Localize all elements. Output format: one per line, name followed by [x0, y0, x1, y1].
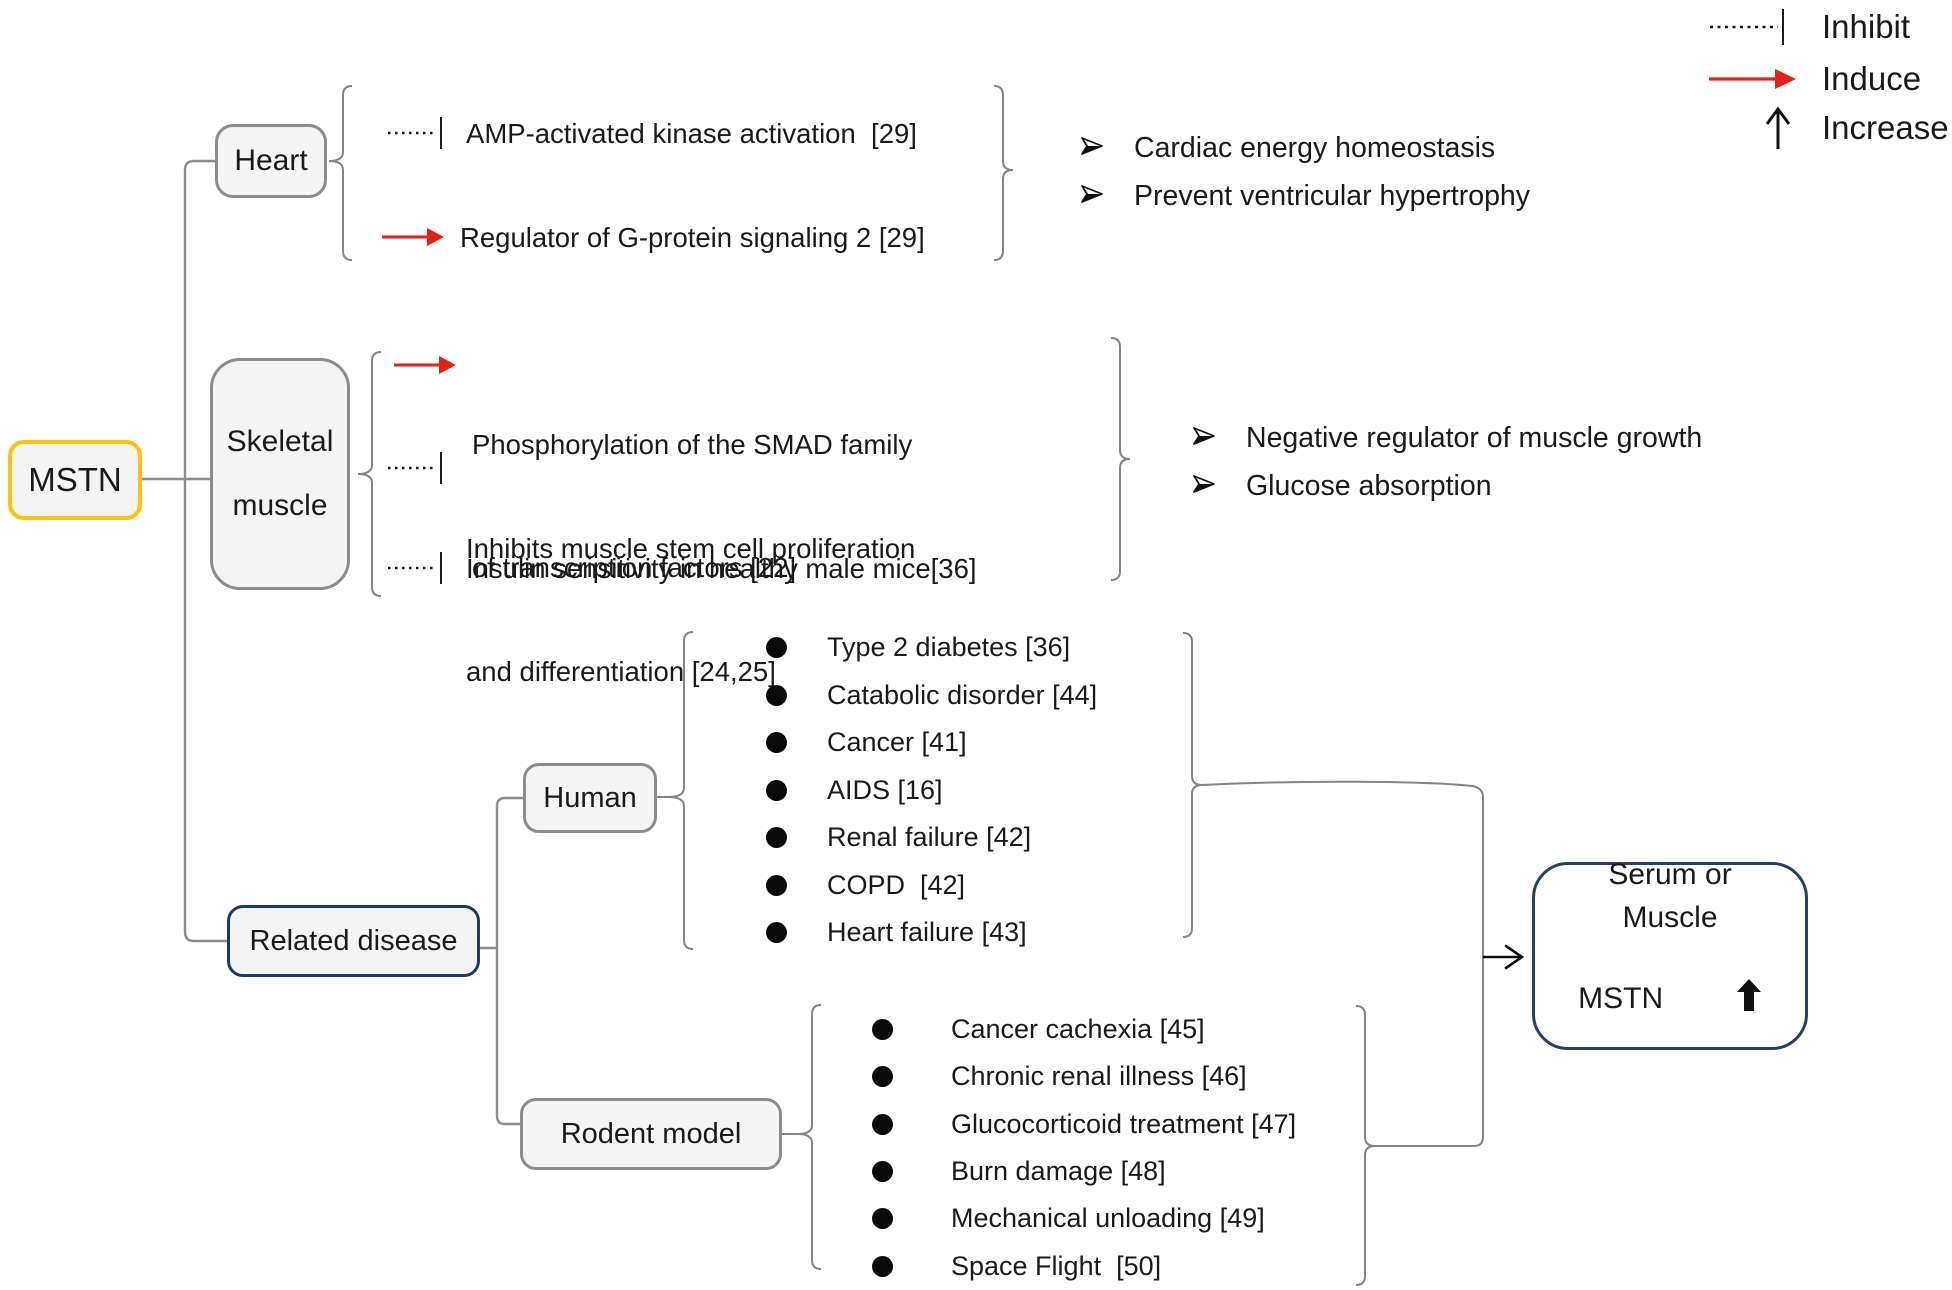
- bullet-icon: [766, 684, 787, 706]
- list-item-text: AIDS [16]: [827, 774, 943, 805]
- increase-arrow-icon: [1669, 944, 1762, 1054]
- human-label: Human: [543, 781, 637, 814]
- list-item: Type 2 diabetes [36]: [766, 624, 1097, 672]
- bullet-icon: [872, 1019, 893, 1041]
- list-item-text: Cancer cachexia [45]: [951, 1014, 1205, 1045]
- list-item: Space Flight [50]: [872, 1242, 1296, 1289]
- heart-effect-row: AMP-activated kinase activation [29]: [386, 111, 917, 155]
- list-item: Catabolic disorder [44]: [766, 672, 1097, 720]
- skeletal-effect-text: Phosphorylation of the SMAD family of tr…: [472, 429, 913, 583]
- outcome-text: Negative regulator of muscle growth: [1246, 421, 1703, 454]
- list-item: Glucocorticoid treatment [47]: [872, 1101, 1296, 1148]
- outcome-text: Glucose absorption: [1246, 469, 1492, 502]
- bullet-icon: [766, 874, 787, 896]
- list-item: Mechanical unloading [49]: [872, 1195, 1296, 1242]
- list-item: Burn damage [48]: [872, 1148, 1296, 1195]
- heart-effect-row: Regulator of G-protein signaling 2 [29]: [380, 215, 925, 259]
- result-line1: Serum or: [1608, 858, 1732, 891]
- induce-arrow-icon: [1700, 65, 1798, 93]
- list-item-text: Mechanical unloading [49]: [951, 1203, 1265, 1234]
- related-disease-node: Related disease: [227, 905, 480, 977]
- inhibit-icon: [1700, 4, 1798, 50]
- inhibit-connector-icon: [386, 113, 452, 153]
- bullet-icon: [766, 922, 787, 944]
- list-item: Heart failure [43]: [766, 909, 1097, 957]
- induce-arrow-icon: [392, 352, 458, 378]
- arrowhead-bullet-icon: [1080, 136, 1104, 161]
- increase-arrow-icon: [1700, 103, 1798, 153]
- result-line3: MSTN: [1578, 944, 1762, 1054]
- bullet-icon: [872, 1066, 893, 1088]
- legend-label: Inhibit: [1822, 8, 1911, 45]
- list-item-text: Heart failure [43]: [827, 917, 1027, 948]
- skeletal-effect-text: Inhibits muscle stem cell proliferation …: [466, 533, 916, 687]
- bullet-icon: [766, 827, 787, 849]
- rodent-model-node: Rodent model: [520, 1098, 782, 1170]
- list-item-text: Type 2 diabetes [36]: [827, 632, 1071, 663]
- arrowhead-bullet-icon: [1192, 426, 1216, 451]
- list-item: Cancer [41]: [766, 719, 1097, 767]
- list-item-text: Chronic renal illness [46]: [951, 1061, 1247, 1092]
- list-item: COPD [42]: [766, 862, 1097, 910]
- skeletal-label-line1: Skeletal: [226, 425, 334, 458]
- serum-muscle-mstn-node: Serum or Muscle MSTN: [1532, 858, 1808, 1050]
- rodent-model-label: Rodent model: [560, 1117, 742, 1150]
- outcome-row: Prevent ventricular hypertrophy: [1080, 175, 1530, 217]
- induce-arrow-icon: [380, 224, 446, 250]
- bullet-icon: [766, 779, 787, 801]
- list-item: Renal failure [42]: [766, 814, 1097, 862]
- bullet-icon: [872, 1255, 893, 1277]
- legend-item-inhibit: Inhibit: [1700, 4, 1910, 50]
- inhibit-connector-icon: [386, 448, 452, 488]
- heart-effect-text: AMP-activated kinase activation [29]: [466, 117, 917, 149]
- outcome-text: Prevent ventricular hypertrophy: [1134, 179, 1531, 212]
- human-disease-list: Type 2 diabetes [36] Catabolic disorder …: [766, 624, 1097, 957]
- legend-item-induce: Induce: [1700, 56, 1921, 102]
- list-item-text: Space Flight [50]: [951, 1250, 1162, 1281]
- arrowhead-bullet-icon: [1192, 474, 1216, 499]
- skeletal-effect-row: Inhibits muscle stem cell proliferation …: [386, 446, 915, 774]
- skeletal-effect-row: Insulin sensitivity in healthy male mice…: [386, 546, 977, 590]
- legend-label: Increase: [1822, 109, 1949, 146]
- related-disease-label: Related disease: [249, 924, 458, 957]
- heart-node: Heart: [215, 124, 327, 198]
- rodent-model-list: Cancer cachexia [45] Chronic renal illne…: [872, 1006, 1296, 1290]
- list-item-text: Cancer [41]: [827, 727, 967, 758]
- outcome-text: Cardiac energy homeostasis: [1134, 131, 1496, 164]
- outcome-row: Negative regulator of muscle growth: [1192, 417, 1702, 459]
- list-item-text: Catabolic disorder [44]: [827, 679, 1098, 710]
- outcome-row: Glucose absorption: [1192, 465, 1492, 507]
- heart-label: Heart: [234, 144, 308, 177]
- mstn-node: MSTN: [8, 440, 142, 520]
- bullet-icon: [766, 637, 787, 659]
- bullet-icon: [872, 1208, 893, 1230]
- list-item: Chronic renal illness [46]: [872, 1053, 1296, 1100]
- list-item-text: Renal failure [42]: [827, 822, 1032, 853]
- heart-effect-text: Regulator of G-protein signaling 2 [29]: [460, 221, 925, 253]
- inhibit-connector-icon: [386, 548, 452, 588]
- skeletal-label-line2: muscle: [232, 489, 328, 522]
- bullet-icon: [766, 732, 787, 754]
- list-item-text: COPD [42]: [827, 869, 966, 900]
- result-line2: Muscle: [1622, 901, 1718, 934]
- list-item: Cancer cachexia [45]: [872, 1006, 1296, 1053]
- list-item-text: Burn damage [48]: [951, 1156, 1166, 1187]
- skeletal-effect-text: Insulin sensitivity in healthy male mice…: [466, 552, 977, 584]
- list-item: AIDS [16]: [766, 767, 1097, 815]
- skeletal-effect-row: Phosphorylation of the SMAD family of tr…: [392, 342, 912, 670]
- mstn-label: MSTN: [28, 461, 122, 498]
- legend-label: Induce: [1822, 60, 1922, 97]
- bullet-icon: [872, 1161, 893, 1183]
- arrowhead-bullet-icon: [1080, 184, 1104, 209]
- bullet-icon: [872, 1113, 893, 1135]
- outcome-row: Cardiac energy homeostasis: [1080, 127, 1495, 169]
- human-node: Human: [523, 763, 657, 833]
- list-item-text: Glucocorticoid treatment [47]: [951, 1108, 1297, 1139]
- skeletal-muscle-node: Skeletal muscle: [210, 358, 350, 590]
- legend-item-increase: Increase: [1700, 103, 1949, 153]
